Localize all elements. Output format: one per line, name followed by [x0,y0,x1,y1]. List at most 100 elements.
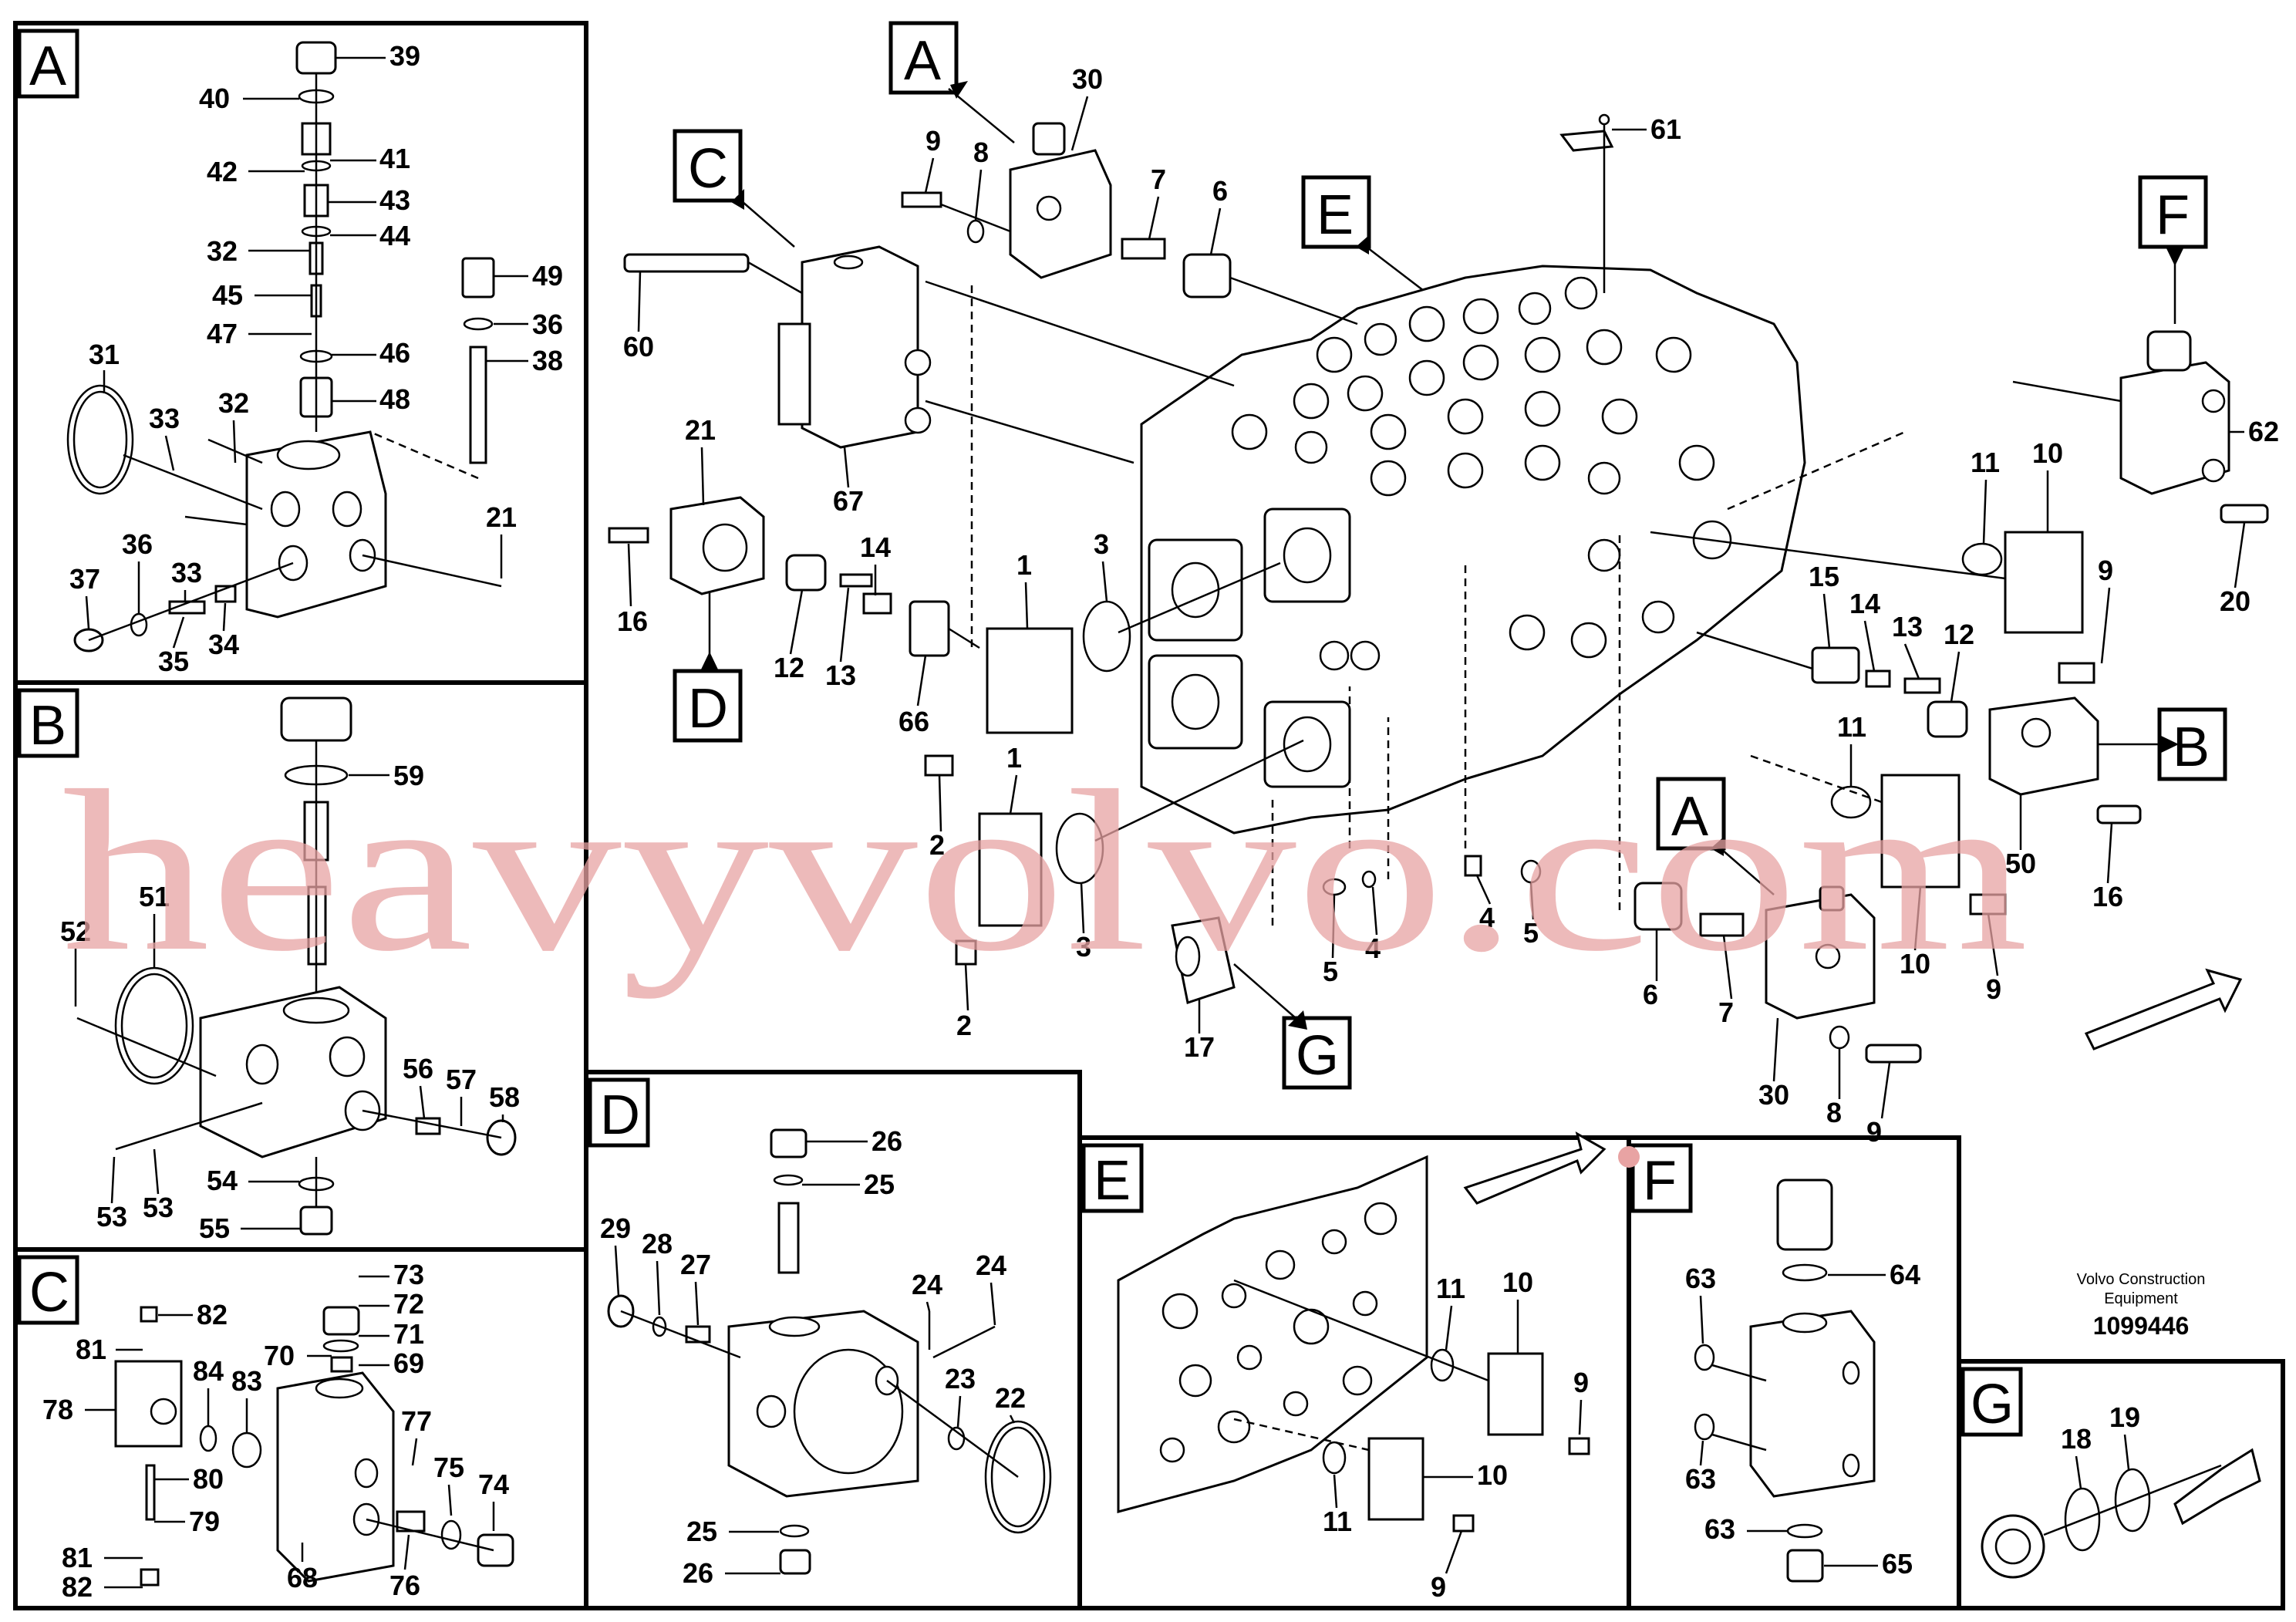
tag-f-text: F [1643,1150,1677,1212]
label-main-1-low: 1 [1006,742,1022,774]
label-e-11-top: 11 [1436,1273,1465,1304]
label-c-84: 84 [193,1355,224,1387]
label-main-21: 21 [685,414,716,446]
panel-a-parts [66,41,502,653]
label-main-7-low: 7 [1718,996,1734,1028]
label-main-9-top: 9 [925,125,941,157]
panel-b-parts [76,696,517,1236]
label-main-9-low: 9 [1986,973,2001,1005]
label-c-70: 70 [264,1340,295,1371]
label-c-81-top: 81 [76,1334,106,1365]
label-b-54: 54 [207,1165,238,1196]
label-f-63-c: 63 [1704,1513,1735,1545]
main-tag-d-text: D [688,678,728,740]
label-main-5-left: 5 [1323,956,1338,987]
tag-a-text: A [29,35,66,97]
label-f-64: 64 [1890,1259,1920,1290]
main-tag-f [2138,175,2208,249]
panel-c-labels: 73 72 71 70 69 82 81 84 83 78 80 79 81 8… [42,1259,509,1603]
label-a-32: 32 [207,235,238,267]
label-c-80: 80 [193,1463,224,1495]
tag-a-box [17,29,79,99]
label-main-12-left: 12 [774,652,804,683]
label-main-2-top: 2 [929,829,945,861]
label-main-4-left: 4 [1365,932,1381,964]
main-tag-f-text: F [2156,184,2190,246]
main-labels: 30 9 8 7 6 61 60 67 21 16 12 13 14 66 1 … [617,63,2279,1148]
label-a-37: 37 [69,563,100,595]
label-d-26-low: 26 [683,1557,713,1589]
main-tag-c-text: C [688,138,728,200]
tag-g-text: G [1971,1374,2014,1435]
label-a-36: 36 [532,309,563,340]
label-a-47: 47 [207,318,238,349]
label-main-17: 17 [1184,1031,1215,1063]
panel-d-labels: 26 25 29 28 27 24 24 23 22 25 26 [600,1125,1026,1589]
label-d-22: 22 [995,1382,1026,1414]
panel-frames [13,21,2285,1610]
label-main-14-left: 14 [860,531,891,563]
label-a-31: 31 [89,339,120,370]
label-main-15: 15 [1809,561,1839,592]
label-d-29: 29 [600,1212,631,1244]
label-c-83: 83 [231,1365,262,1397]
label-main-6-low: 6 [1643,979,1658,1010]
label-f-63-a: 63 [1685,1263,1716,1294]
label-main-13-right: 13 [1892,611,1923,642]
label-c-77: 77 [401,1405,432,1437]
label-c-75: 75 [433,1452,464,1483]
label-main-66: 66 [899,706,929,737]
label-a-48: 48 [379,383,410,415]
panel-g-frame [1957,1359,2285,1610]
caption-block: Volvo Construction Equipment 1099446 [2077,1271,2206,1340]
label-a-41: 41 [379,143,410,174]
watermark-dot [1618,1146,1640,1168]
panel-b-labels: 59 51 52 56 57 58 54 53 53 55 [60,760,520,1244]
main-tag-g [1282,1016,1352,1090]
label-main-7-top: 7 [1151,164,1166,195]
label-d-24-b: 24 [976,1249,1006,1281]
tag-c-text: C [29,1262,69,1324]
label-b-58: 58 [489,1081,520,1113]
label-a-32-mid: 32 [218,387,249,419]
main-tag-a-bottom-text: A [1671,786,1708,848]
label-main-67: 67 [833,485,864,517]
main-tag-e [1301,175,1371,249]
panel-d-parts [607,1128,1052,1575]
label-main-10-top: 10 [2032,437,2063,469]
panel-g-parts [1981,1448,2261,1579]
label-e-9-low: 9 [1431,1571,1446,1603]
label-a-49: 49 [532,260,563,292]
label-e-11-low: 11 [1323,1506,1352,1537]
label-b-51: 51 [139,881,170,912]
label-b-59: 59 [393,760,424,791]
label-a-40: 40 [199,83,230,114]
label-c-79: 79 [189,1506,220,1537]
label-main-9-right: 9 [2098,555,2113,586]
label-c-72: 72 [393,1288,424,1320]
label-g-18: 18 [2061,1423,2092,1455]
label-main-20: 20 [2220,585,2250,617]
panel-e-labels: 11 10 9 11 10 9 [1323,1266,1589,1603]
label-a-46: 46 [379,337,410,369]
label-main-11-top: 11 [1971,447,2000,478]
label-e-9-top: 9 [1573,1367,1589,1398]
tag-b-text: B [29,695,66,757]
label-main-8-top: 8 [973,137,989,168]
label-main-5-right: 5 [1523,917,1539,949]
label-main-30-top: 30 [1072,63,1103,95]
label-main-11-right: 11 [1837,711,1866,743]
label-d-24-a: 24 [912,1269,942,1300]
label-a-34: 34 [208,629,239,660]
main-tag-a-bottom [1656,777,1726,851]
label-main-10-low: 10 [1900,948,1930,980]
main-tag-b-text: B [2173,717,2210,778]
label-main-50: 50 [2005,848,2036,879]
caption-brand-line1: Volvo Construction [2077,1271,2206,1288]
label-main-2-low: 2 [956,1010,972,1041]
label-a-45: 45 [212,279,243,311]
panel-f-parts [1694,1179,1876,1583]
label-main-6-top: 6 [1212,175,1228,207]
label-main-1-top: 1 [1017,549,1032,581]
